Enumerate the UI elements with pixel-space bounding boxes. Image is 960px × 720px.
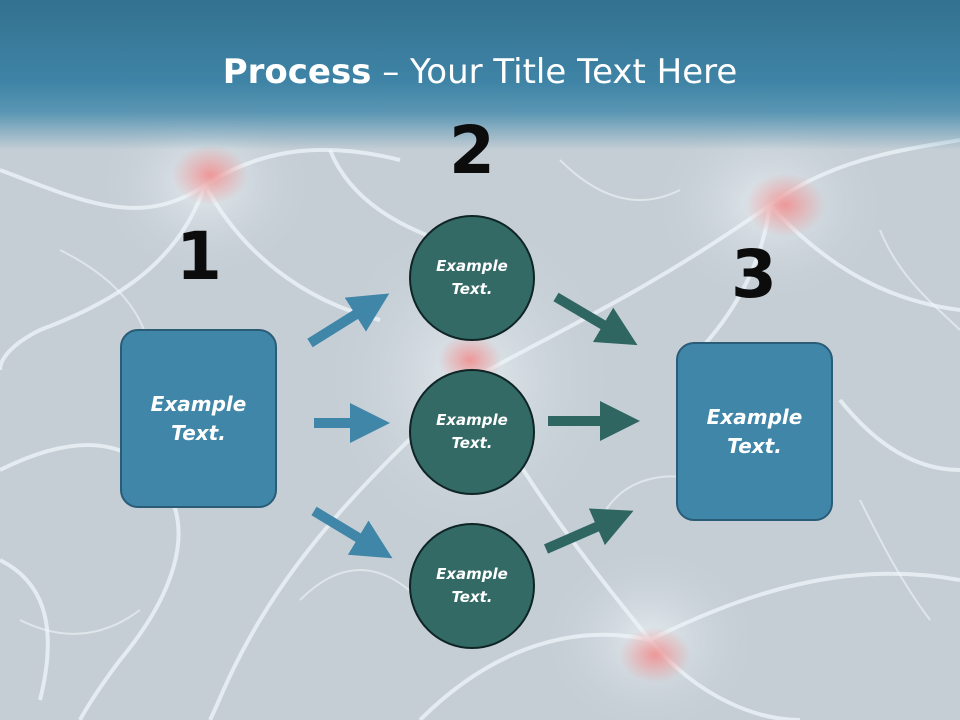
title-bar [0, 0, 960, 150]
step-number-3: 3 [731, 236, 777, 313]
title-rest: – Your Title Text Here [371, 52, 738, 92]
step-number-1: 1 [176, 218, 222, 295]
left-box-text: Example Text. [150, 391, 247, 445]
arrow-left-to-top [307, 293, 390, 348]
circle-middle[interactable]: Example Text. [409, 369, 535, 495]
circle-bottom-text: Example Text. [436, 565, 508, 606]
circle-bottom[interactable]: Example Text. [409, 523, 535, 649]
circle-top[interactable]: Example Text. [409, 215, 535, 341]
circle-top-text: Example Text. [436, 257, 508, 298]
right-box[interactable]: Example Text. [676, 342, 833, 521]
step-number-2: 2 [449, 112, 495, 189]
arrow-bottom-to-right [543, 508, 634, 554]
right-box-text: Example Text. [706, 404, 803, 458]
arrow-top-to-right [553, 292, 638, 346]
circle-middle-text: Example Text. [436, 411, 508, 452]
arrow-left-to-bottom [311, 506, 393, 559]
left-box[interactable]: Example Text. [120, 329, 277, 508]
slide-title: Process – Your Title Text Here [0, 52, 960, 92]
title-bold: Process [222, 52, 372, 92]
